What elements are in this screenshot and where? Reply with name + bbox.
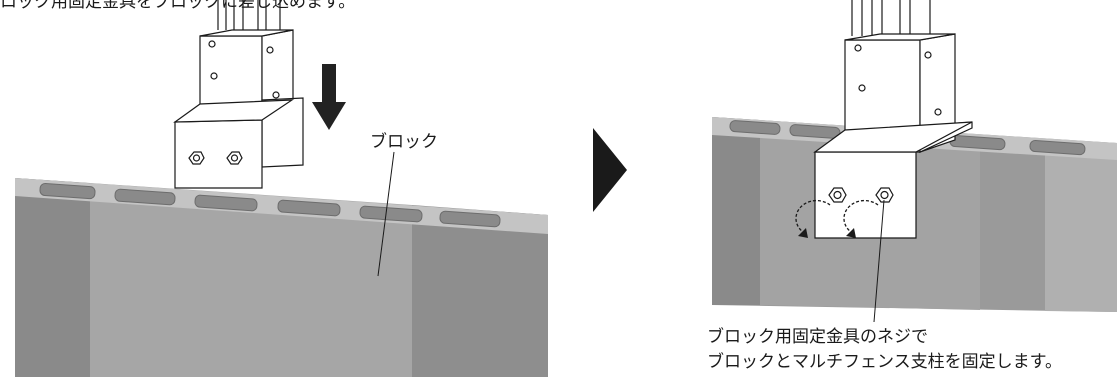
right-post-bracket xyxy=(813,0,973,239)
right-scene xyxy=(712,0,1117,323)
block-label: ブロック xyxy=(370,132,438,152)
left-nut-2 xyxy=(226,151,243,165)
right-nut-1 xyxy=(828,187,847,203)
right-nut-2 xyxy=(875,187,894,203)
left-block-wall xyxy=(15,178,548,377)
rotate-arrowheads xyxy=(798,228,856,238)
left-post-bracket xyxy=(173,0,304,189)
down-arrow-icon xyxy=(312,64,346,130)
play-triangle-icon xyxy=(593,128,627,212)
block-leader-line xyxy=(377,151,395,277)
screw-note-line2: ブロックとマルチフェンス支柱を固定します。 xyxy=(707,352,1062,372)
left-scene xyxy=(15,0,548,377)
screw-note-line1: ブロック用固定金具のネジで xyxy=(707,327,928,347)
screw-leader-line xyxy=(873,199,885,323)
rotate-arrow-icon xyxy=(795,199,879,233)
top-instruction-text: ロック用固定金具をブロックに差し込めます。 xyxy=(0,0,356,12)
left-nut-1 xyxy=(188,151,205,165)
